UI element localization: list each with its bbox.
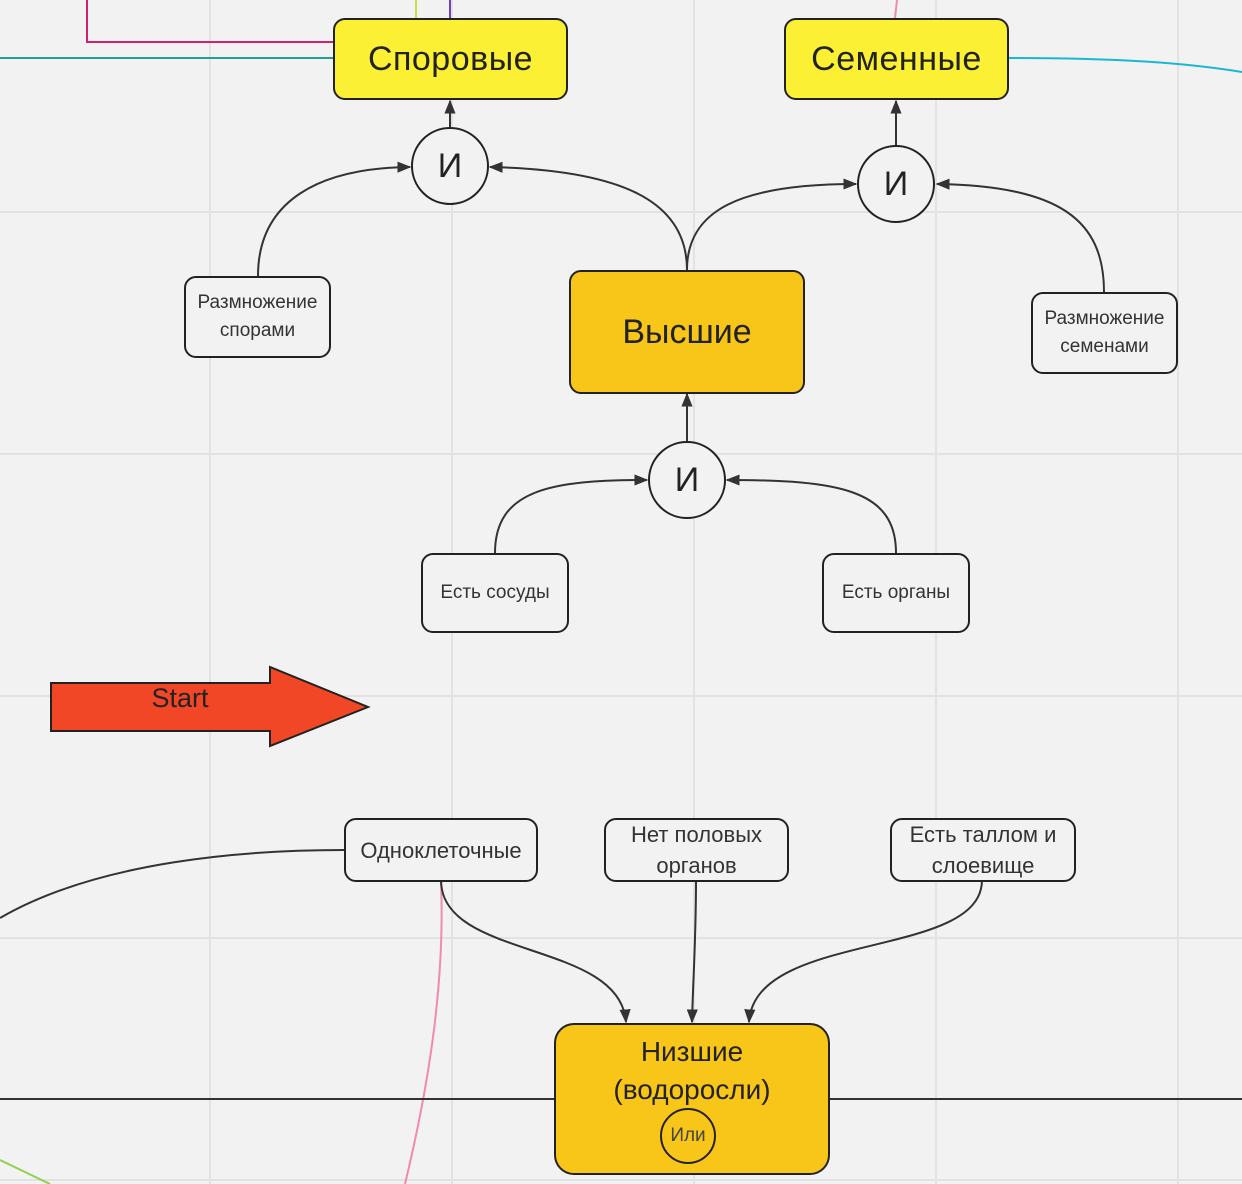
start-arrow-shape[interactable] (50, 665, 371, 748)
node-spore-plants-label: Споровые (367, 39, 534, 78)
or-operator-lower-label: Или (670, 1125, 706, 1146)
condition-seed-reproduction[interactable]: Размножение семенами (1031, 292, 1178, 374)
condition-vessels[interactable]: Есть сосуды (421, 553, 569, 633)
condition-seed-reproduction-line2: семенами (1060, 336, 1149, 357)
node-higher-plants[interactable]: Высшие (569, 270, 805, 394)
condition-spore-reproduction-line2: спорами (219, 320, 296, 341)
condition-spore-reproduction[interactable]: Размножение спорами (184, 276, 331, 358)
condition-seed-reproduction-line1: Размножение (1044, 308, 1165, 329)
condition-unicellular[interactable]: Одноклеточные (344, 818, 538, 882)
connectors (257, 99, 1105, 1024)
or-operator-lower[interactable]: Или (660, 1108, 716, 1164)
condition-no-sex-organs-line2: органов (656, 853, 737, 878)
node-lower-plants-line2: (водоросли) (613, 1074, 771, 1105)
node-lower-plants-line1: Низшие (640, 1036, 744, 1067)
node-higher-plants-label: Высшие (622, 312, 752, 351)
condition-vessels-label: Есть сосуды (440, 582, 550, 603)
condition-thallus-line2: слоевище (931, 853, 1035, 878)
condition-unicellular-label: Одноклеточные (360, 837, 522, 863)
condition-organs-label: Есть органы (841, 582, 951, 603)
node-spore-plants[interactable]: Споровые (333, 18, 568, 100)
node-seed-plants-label: Семенные (811, 39, 982, 78)
start-arrow-label[interactable]: Start (151, 683, 209, 713)
and-operator-spore[interactable]: И (411, 127, 489, 205)
and-operator-seed-label: И (883, 164, 909, 203)
condition-thallus[interactable]: Есть таллом и слоевище (890, 818, 1076, 882)
condition-thallus-line1: Есть таллом и (909, 822, 1057, 847)
and-operator-spore-label: И (437, 146, 463, 185)
node-seed-plants[interactable]: Семенные (784, 18, 1009, 100)
condition-no-sex-organs[interactable]: Нет половых органов (604, 818, 789, 882)
and-operator-higher-label: И (674, 460, 700, 499)
condition-no-sex-organs-line1: Нет половых (630, 822, 763, 847)
and-operator-higher[interactable]: И (648, 441, 726, 519)
condition-spore-reproduction-line1: Размножение (197, 292, 318, 313)
and-operator-seed[interactable]: И (857, 145, 935, 223)
condition-organs[interactable]: Есть органы (822, 553, 970, 633)
